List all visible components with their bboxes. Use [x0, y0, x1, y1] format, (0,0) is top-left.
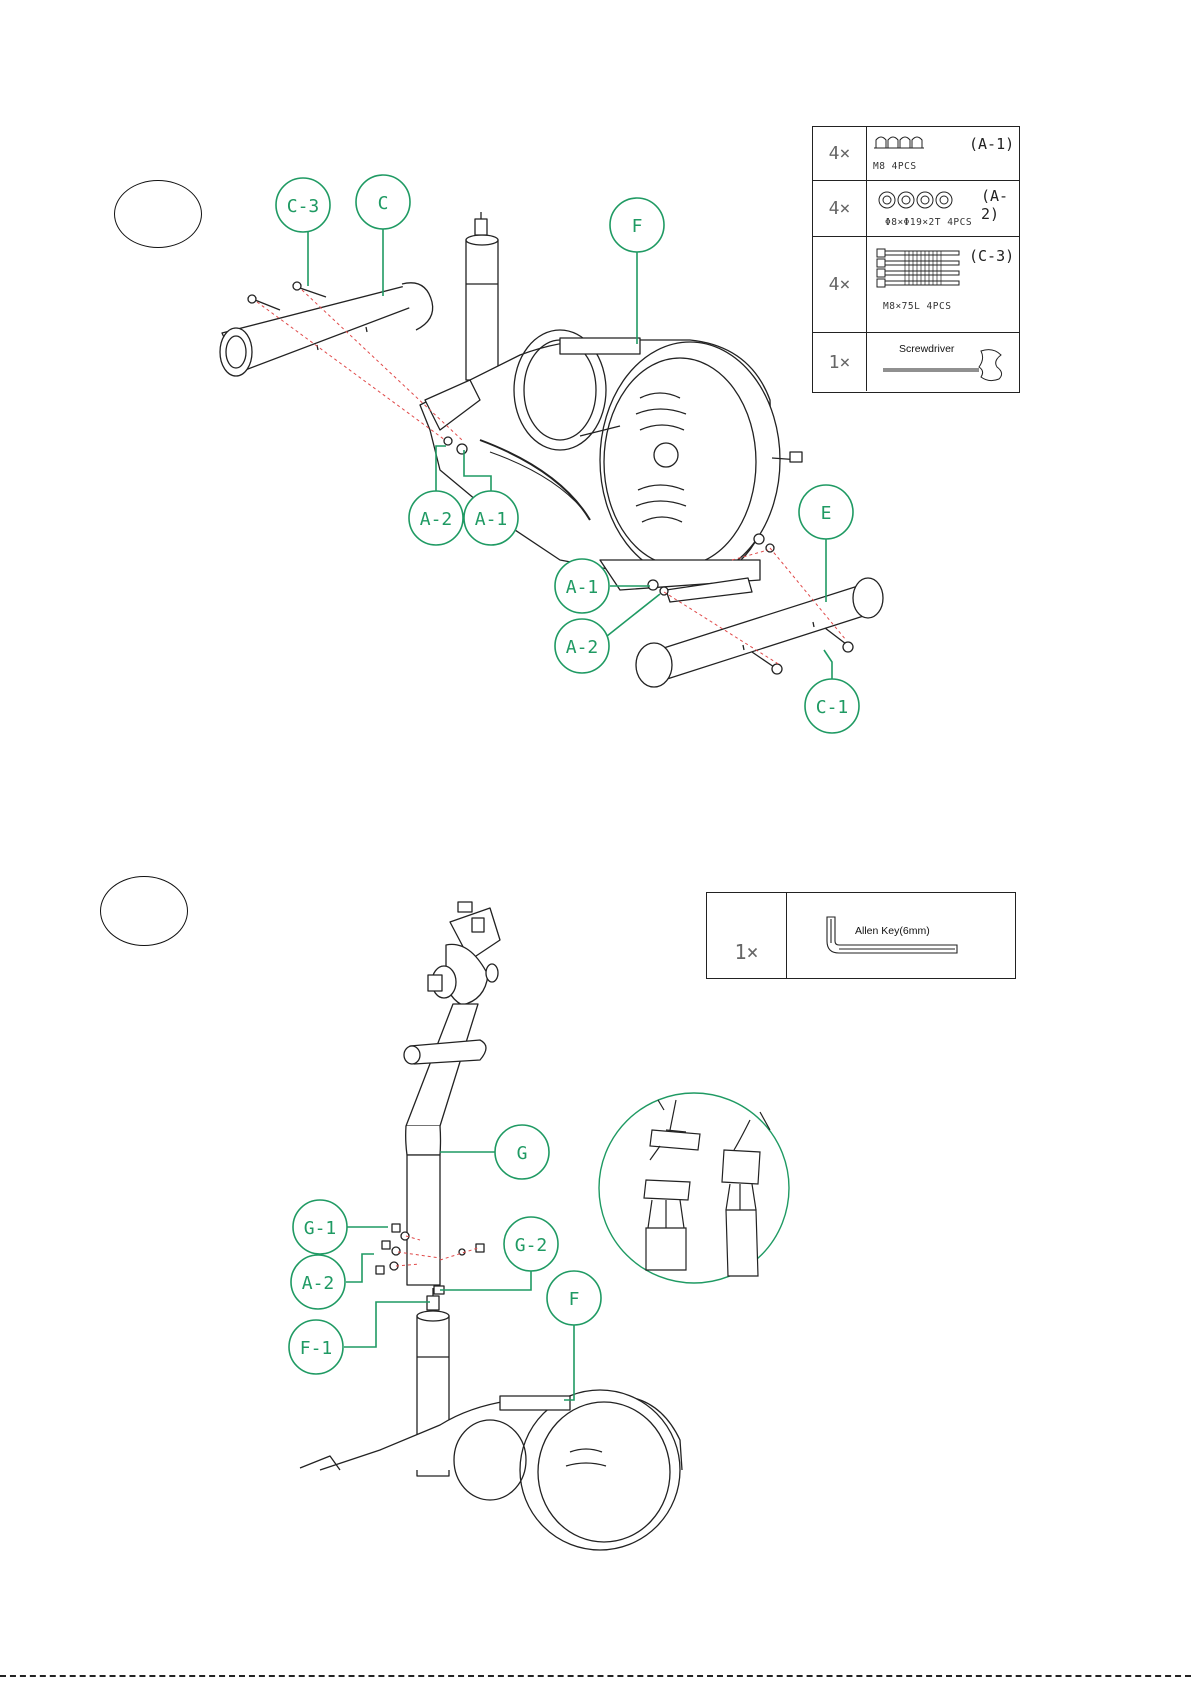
callout-a2-right: A-2 — [555, 619, 609, 673]
callout-g2-label: G-2 — [515, 1235, 548, 1256]
callout-leaders-step2 — [344, 1152, 574, 1400]
callout-g1-label: G-1 — [304, 1218, 337, 1239]
bolt-icon — [875, 245, 967, 291]
callout-e: E — [799, 485, 853, 539]
parts-row-screwdriver-qty: 1× — [813, 333, 867, 391]
callout-a1-left-label: A-1 — [475, 509, 508, 530]
callout-a1-right: A-1 — [555, 559, 609, 613]
step2-tool-table: 1× Allen Key(6mm) — [706, 892, 1016, 979]
callout-c1: C-1 — [805, 679, 859, 733]
callout-a1-right-label: A-1 — [566, 577, 599, 598]
tool-row-qty: 1× — [707, 893, 787, 978]
callout-g: G — [495, 1125, 549, 1179]
parts-row-a1: 4× (A-1) M8 4PCS — [813, 127, 1019, 181]
callout-f1: F-1 — [289, 1320, 343, 1374]
callout-f-label: F — [632, 216, 643, 237]
step1-number-circle — [114, 180, 202, 248]
callout-a2-right-label: A-2 — [566, 637, 599, 658]
callout-f: F — [610, 198, 664, 252]
callout-g-label: G — [517, 1143, 528, 1164]
parts-row-c3-code: (C-3) — [969, 247, 1014, 265]
callout-c3: C-3 — [276, 178, 330, 232]
callout-g1: G-1 — [293, 1200, 347, 1254]
parts-row-a2-spec: Φ8×Φ19×2T 4PCS — [885, 217, 972, 228]
parts-row-a1-spec: M8 4PCS — [873, 161, 917, 172]
parts-row-c3: 4× (C-3) M8×75L 4PCS — [813, 237, 1019, 333]
parts-row-a2: 4× (A-2) Φ8×Φ19×2T 4PCS — [813, 181, 1019, 237]
callout-a1-left: A-1 — [464, 491, 518, 545]
parts-row-screwdriver: 1× Screwdriver — [813, 333, 1019, 391]
step1-parts-table: 4× (A-1) M8 4PCS 4× (A-2) Φ8×Φ19×2T 4PCS… — [812, 126, 1020, 393]
handlebar-post-g — [404, 1004, 486, 1285]
callout-f1-label: F-1 — [300, 1338, 333, 1359]
callout-a2: A-2 — [291, 1255, 345, 1309]
callout-c3-label: C-3 — [287, 196, 320, 217]
callout-c-label: C — [378, 193, 389, 214]
callout-c1-label: C-1 — [816, 697, 849, 718]
callout-a2-label: A-2 — [302, 1273, 335, 1294]
wiring-connector-detail — [599, 1093, 789, 1283]
callout-a2-left: A-2 — [409, 491, 463, 545]
parts-row-a1-code: (A-1) — [969, 135, 1014, 153]
callout-a2-left-label: A-2 — [420, 509, 453, 530]
callout-c: C — [356, 175, 410, 229]
tool-row-label: Allen Key(6mm) — [855, 925, 930, 937]
hex-nut-icon — [873, 132, 933, 152]
step2-number-circle — [100, 876, 188, 946]
parts-row-a2-qty: 4× — [813, 181, 867, 236]
upright-post — [466, 212, 498, 380]
callout-f-step2-label: F — [569, 1289, 580, 1310]
washer-icon — [877, 189, 957, 211]
footer-dashed-rule — [0, 1675, 1191, 1677]
callout-f-step2: F — [547, 1271, 601, 1325]
step1-drawing — [220, 212, 883, 687]
main-frame-partial — [300, 1390, 682, 1550]
parts-row-c3-spec: M8×75L 4PCS — [883, 301, 951, 312]
callout-e-label: E — [821, 503, 832, 524]
parts-row-a1-qty: 4× — [813, 127, 867, 180]
console-mount — [428, 902, 500, 1005]
callout-g2: G-2 — [504, 1217, 558, 1271]
c3-bolts — [248, 282, 326, 310]
parts-row-a2-code: (A-2) — [981, 187, 1019, 223]
parts-row-c3-qty: 4× — [813, 237, 867, 332]
step2-drawing — [300, 902, 682, 1550]
parts-row-screwdriver-label: Screwdriver — [899, 343, 954, 355]
